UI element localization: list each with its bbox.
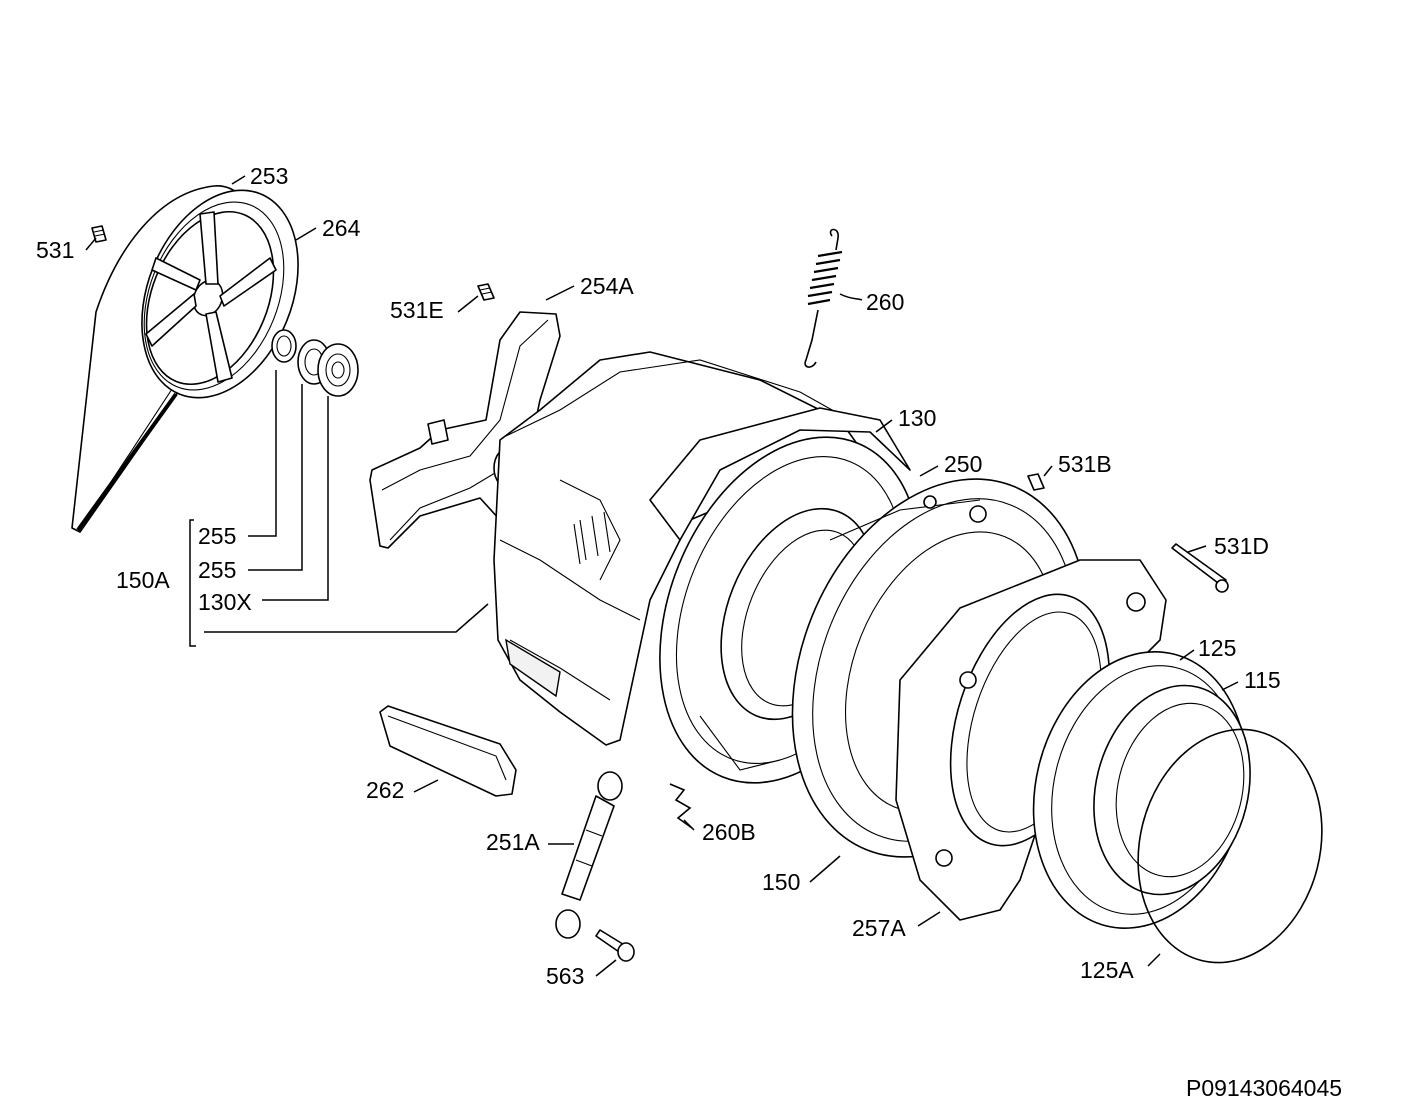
label-531: 531 [36, 237, 74, 263]
bolt-531D [1171, 543, 1229, 593]
drawing-code: P09143064045 [1186, 1075, 1342, 1101]
label-264: 264 [322, 215, 361, 241]
label-150A: 150A [116, 567, 170, 593]
label-255-first: 255 [198, 523, 236, 549]
label-262: 262 [366, 777, 404, 803]
spring-260 [804, 228, 843, 368]
part-262 [379, 705, 517, 797]
seal-clamp-125A [1137, 728, 1323, 964]
label-115: 115 [1244, 667, 1281, 693]
shock-absorber-251A [555, 771, 623, 939]
label-251A: 251A [486, 829, 540, 855]
label-253: 253 [250, 163, 288, 189]
label-260B: 260B [702, 819, 756, 845]
label-260: 260 [866, 289, 904, 315]
label-125: 125 [1198, 635, 1236, 661]
clip-260B [669, 783, 693, 829]
label-563: 563 [546, 963, 584, 989]
part-labels: 253 264 531 531E 254A 260 130 250 531B 5… [36, 163, 1281, 989]
bearing-130X [317, 343, 359, 397]
label-250: 250 [944, 451, 982, 477]
label-130X: 130X [198, 589, 252, 615]
label-125A: 125A [1080, 957, 1134, 983]
door-seal [1032, 651, 1251, 929]
leader-lines [85, 175, 1239, 977]
label-531B: 531B [1058, 451, 1112, 477]
bolt-563 [595, 929, 635, 962]
label-255-second: 255 [198, 557, 236, 583]
label-531D: 531D [1214, 533, 1269, 559]
label-254A: 254A [580, 273, 634, 299]
label-257A: 257A [852, 915, 906, 941]
seal-255 [271, 329, 297, 363]
screw-531B [1027, 473, 1045, 491]
label-531E: 531E [390, 297, 444, 323]
pulley-wheel [141, 189, 299, 399]
screw-531E [477, 283, 495, 301]
label-150: 150 [762, 869, 800, 895]
label-130: 130 [898, 405, 936, 431]
